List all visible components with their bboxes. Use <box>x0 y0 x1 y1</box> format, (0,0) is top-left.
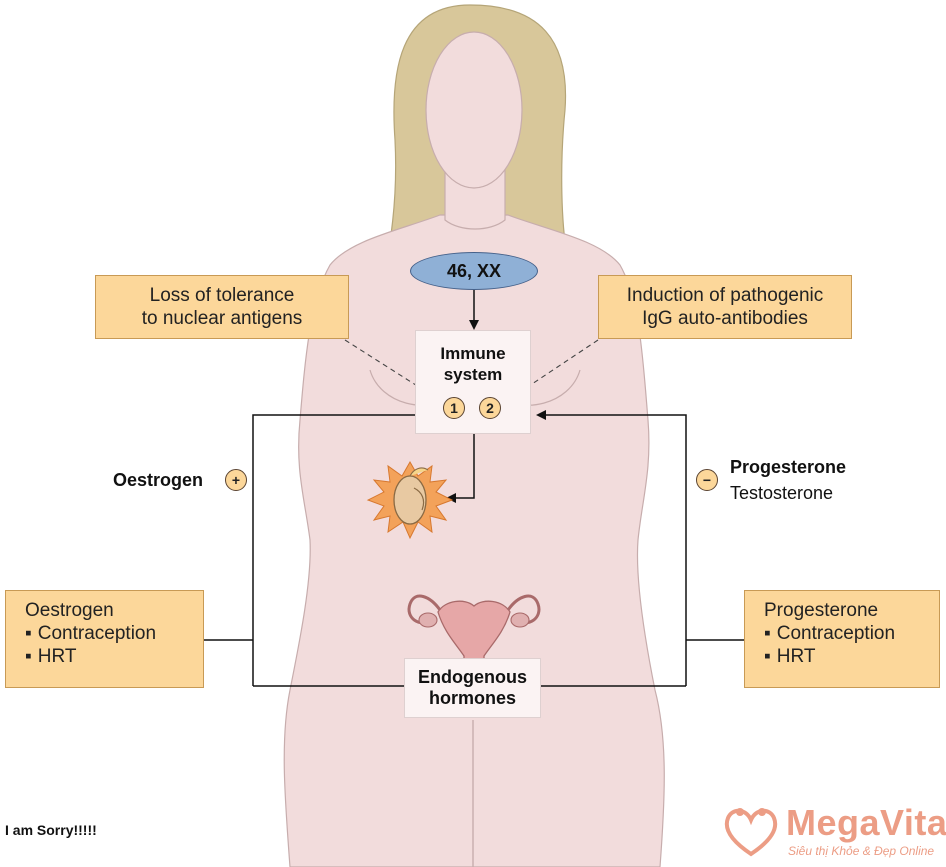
marker-2: 2 <box>479 397 501 419</box>
oestrogen-effect-label: Oestrogen <box>113 470 204 490</box>
oestrogen-item-contraception: Contraception <box>25 622 203 645</box>
endogenous-line-1: Endogenous <box>418 667 527 687</box>
progesterone-effect-label: Progesterone <box>730 457 847 477</box>
progesterone-item-contraception: Contraception <box>764 622 939 645</box>
left-loop-line <box>252 410 444 686</box>
tolerance-line-1: Loss of tolerance <box>149 285 295 306</box>
brand-watermark: MegaVita Siêu thị Khỏe & Đẹp Online <box>720 796 946 867</box>
endogenous-line-2: hormones <box>428 688 516 708</box>
induction-line-1: Induction of pathogenic <box>626 285 824 306</box>
immune-line-1: Immune <box>440 344 506 363</box>
chromosome-ellipse: 46, XX <box>410 252 538 290</box>
immune-line-2: system <box>443 365 503 384</box>
oestrogen-box-title: Oestrogen <box>25 600 114 621</box>
uterus-icon <box>407 594 541 683</box>
kidney-arrow <box>446 433 475 503</box>
oestrogen-item-hrt: HRT <box>25 645 203 668</box>
oestrogen-sources-box: Oestrogen Contraception HRT <box>5 590 204 688</box>
kidney-icon <box>393 475 427 525</box>
brand-tagline: Siêu thị Khỏe & Đẹp Online <box>788 844 935 858</box>
plus-sign-icon: + <box>225 469 247 491</box>
induction-box: Induction of pathogenic IgG auto-antibod… <box>598 275 852 339</box>
tolerance-line-2: to nuclear antigens <box>141 308 303 329</box>
progesterone-sources-box: Progesterone Contraception HRT <box>744 590 940 688</box>
induction-line-2: IgG auto-antibodies <box>642 308 808 329</box>
progesterone-item-hrt: HRT <box>764 645 939 668</box>
brand-name: MegaVita <box>786 802 946 843</box>
brand-logo-icon <box>724 808 778 857</box>
body-silhouette <box>283 214 665 867</box>
marker-1: 1 <box>443 397 465 419</box>
head <box>425 31 523 189</box>
immune-system-box: Immune system <box>415 330 531 434</box>
progesterone-box-title: Progesterone <box>764 600 879 621</box>
apology-text: I am Sorry!!!!! <box>5 822 97 838</box>
right-loop-line <box>536 410 687 686</box>
testosterone-effect-label: Testosterone <box>730 483 834 503</box>
tolerance-box: Loss of tolerance to nuclear antigens <box>95 275 349 339</box>
minus-sign-icon: − <box>696 469 718 491</box>
endogenous-hormones-box: Endogenous hormones <box>404 658 541 718</box>
